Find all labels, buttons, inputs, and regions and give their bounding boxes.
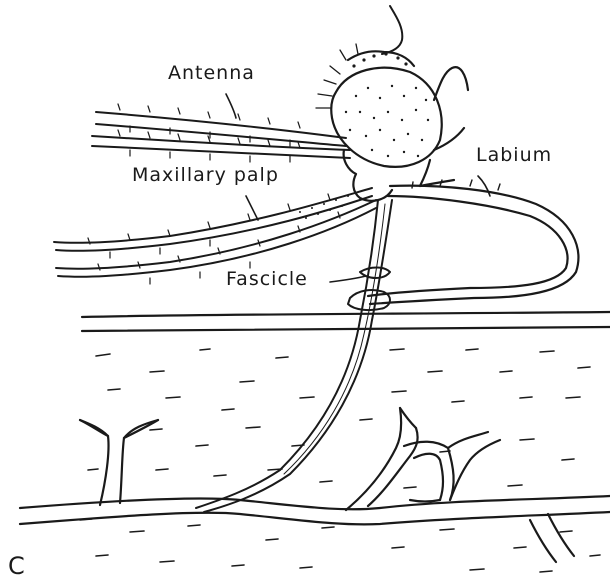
antenna-label: Antenna	[168, 64, 255, 83]
antenna	[92, 104, 350, 162]
maxillary-palp-leader	[246, 196, 258, 220]
maxillary-palp	[54, 188, 376, 284]
panel-letter: C	[8, 554, 25, 578]
labium-leader	[478, 176, 490, 196]
mosquito-head	[316, 6, 468, 201]
tissue-texture	[80, 349, 600, 572]
fascicle	[196, 200, 392, 512]
maxillary-palp-label: Maxillary palp	[132, 166, 279, 185]
labium-label: Labium	[476, 146, 552, 165]
fascicle-label: Fascicle	[226, 270, 308, 289]
fascicle-leader	[330, 276, 366, 282]
antenna-leader	[226, 94, 236, 118]
skin-surface	[82, 312, 610, 331]
